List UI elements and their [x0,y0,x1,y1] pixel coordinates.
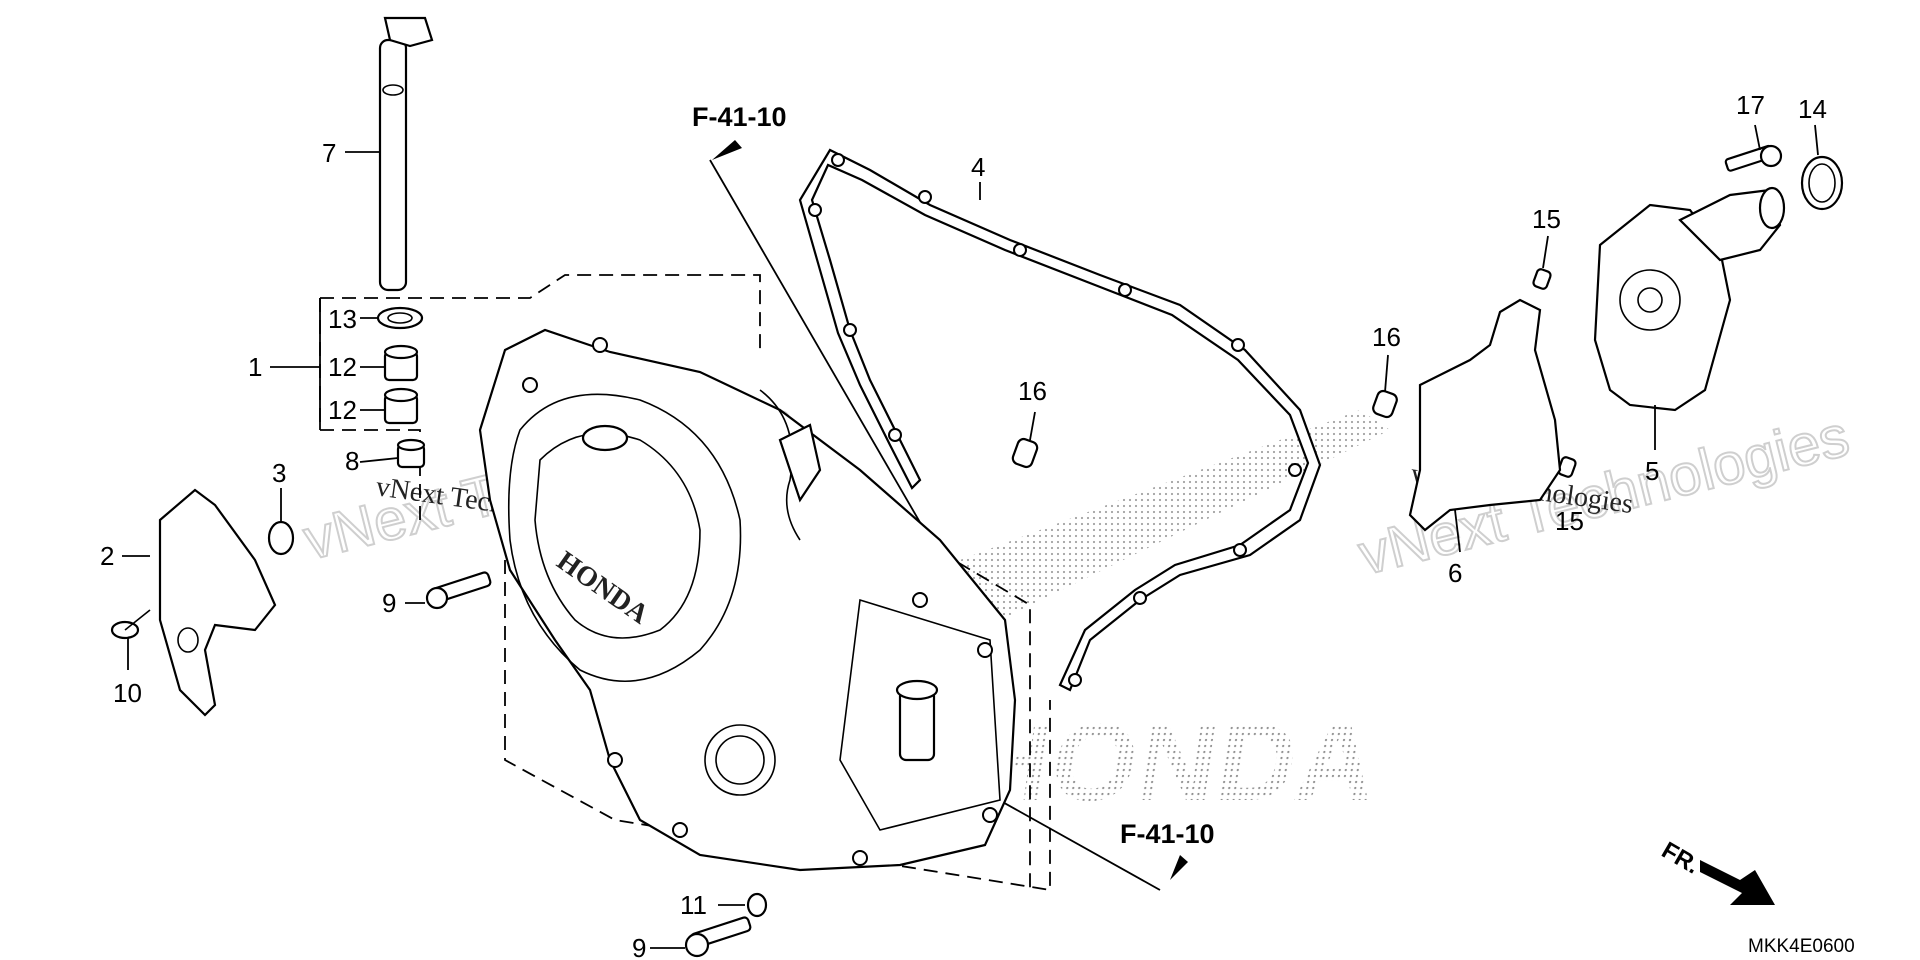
dowel-16-left [1011,437,1039,469]
gasket-holes [808,153,1302,687]
callout-14: 14 [1798,94,1827,124]
washer-3 [267,520,295,556]
o-ring-14 [1800,155,1844,211]
bolt-9-upper [425,571,492,610]
spindle-guard [158,488,277,717]
callout-17: 17 [1736,90,1765,120]
callout-6: 6 [1448,558,1462,588]
callout-9-lower: 9 [632,933,646,960]
cover-gasket [798,148,1322,692]
callout-10: 10 [113,678,142,708]
bolt-17 [1724,144,1783,172]
callout-16-right: 16 [1372,322,1401,352]
leader-lines [122,124,1819,949]
callout-labels: 1 2 3 4 5 6 7 8 9 9 10 11 12 12 13 14 15… [100,90,1827,960]
callout-9-upper: 9 [382,588,396,618]
callout-8: 8 [345,446,359,476]
reference-arrows [712,140,1188,880]
callout-16-left: 16 [1018,376,1047,406]
water-pump [1593,186,1786,412]
reference-top: F-41-10 [692,102,787,132]
front-indicator: FR. [1657,837,1704,880]
callout-15-upper: 15 [1532,204,1561,234]
water-pump-gasket [1408,298,1562,532]
reference-bottom: F-41-10 [1120,819,1215,849]
bolt-10 [110,609,151,640]
callout-4: 4 [971,152,985,182]
bearing-stack [376,306,424,425]
diagram-code: MKK4E0600 [1748,936,1855,957]
bolt-9-lower [684,916,752,958]
callout-15-lower: 15 [1555,506,1584,536]
brand-mark: HONDA [964,701,1384,823]
oil-seal [396,438,426,469]
dowel-15-upper [1532,268,1552,290]
callout-7: 7 [322,138,336,168]
callout-2: 2 [100,541,114,571]
callout-12-upper: 12 [328,352,357,382]
callout-12-lower: 12 [328,395,357,425]
callout-5: 5 [1645,456,1659,486]
spindle-rod [378,16,434,292]
callout-1: 1 [248,352,262,382]
dowel-16-right [1372,389,1398,419]
callout-3: 3 [272,458,286,488]
brand-shading: HONDA [960,410,1390,824]
callout-11: 11 [680,890,707,920]
clutch-cover: HONDA [478,328,1017,872]
washer-11 [746,892,768,918]
callout-13: 13 [328,304,357,334]
front-arrow-icon: FR. [1657,837,1775,905]
